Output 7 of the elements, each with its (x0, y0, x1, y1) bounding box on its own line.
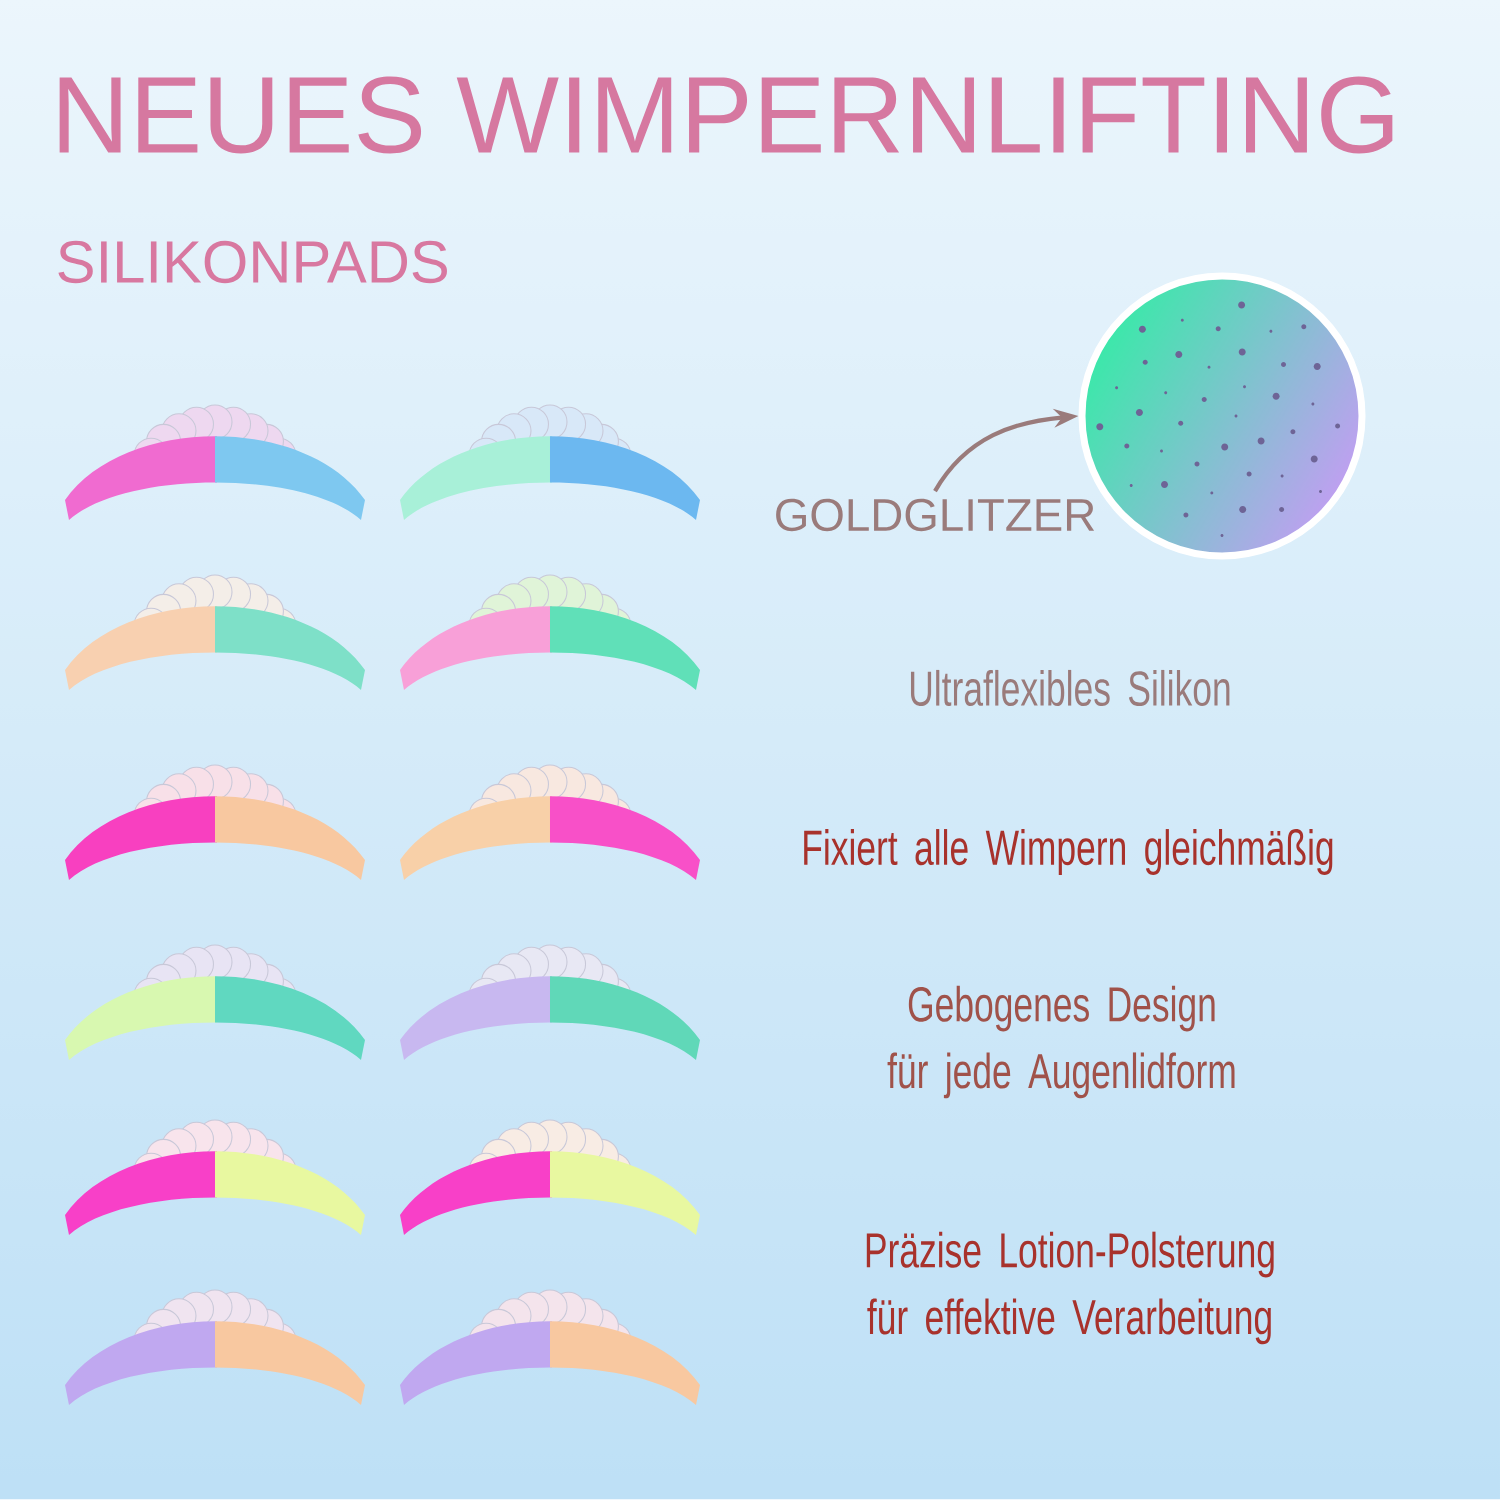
feature-text: Präzise Lotion-Polsterung für effektive Verarbeitung (866, 1231, 1274, 1345)
feature-text: Fixiert alle Wimpern gleichmäßig (804, 829, 1333, 875)
title: NEUES WIMPERNLIFTING (59, 76, 1393, 154)
glitter-label: GOLDGLITZER (776, 498, 1095, 532)
feature-text: Gebogenes Design für jede Augenlidform (887, 985, 1235, 1099)
feature-text: Ultraflexibles Silikon (911, 669, 1230, 707)
subtitle: SILIKONPADS (58, 240, 447, 284)
